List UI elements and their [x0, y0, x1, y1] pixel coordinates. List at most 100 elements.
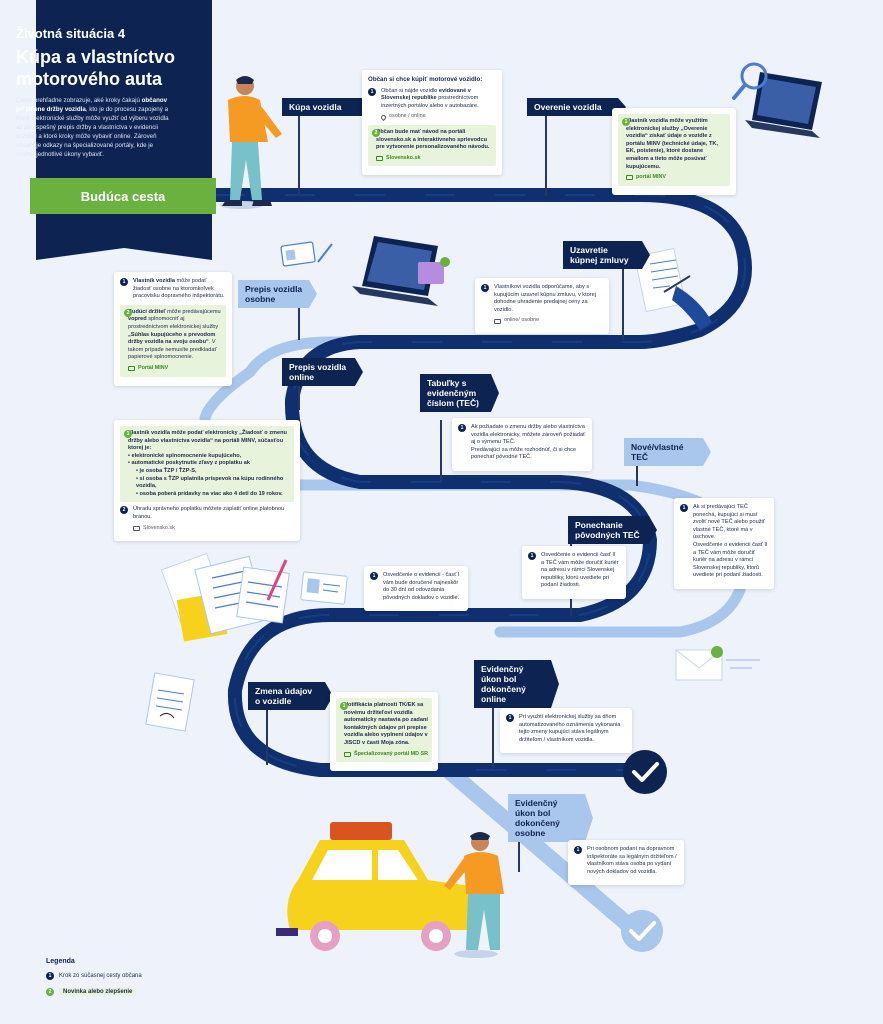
tag-nove-tec: Nové/vlastné TEČ	[624, 438, 711, 466]
portal-link[interactable]: Špecializovaný portál MD SR	[340, 751, 428, 759]
portal-icon	[128, 366, 135, 372]
banner-pennant	[36, 246, 212, 260]
improvement-number-icon: 1	[340, 702, 348, 710]
finish-online-icon	[623, 750, 667, 794]
page-description: Cesta prehľadne zobrazuje, aké kroky čak…	[16, 97, 169, 158]
id-card-illustration	[280, 241, 333, 267]
road-offline-end	[442, 764, 648, 943]
legend-title: Legenda	[46, 958, 75, 965]
tag-prepis-online: Prepis vozidla online	[282, 358, 363, 386]
card-heading: Občan si chce kúpiť motorové vozidlo:	[368, 76, 483, 83]
pole	[298, 112, 300, 196]
improvement-number-icon: 2	[372, 128, 380, 137]
envelope-icon	[675, 646, 760, 681]
improvement-number-icon: 1	[124, 430, 132, 438]
portal-link[interactable]: Slovensko.sk	[133, 525, 294, 533]
card-improvement: 1 Vlastník vozidla môže podať elektronic…	[120, 426, 294, 503]
tag-ukon-osobne: Evidenčný úkon bol dokončený osobne	[508, 794, 593, 842]
finish-offline-icon	[621, 910, 663, 952]
tag-tabulky-tec: Tabuľky s evidenčným číslom (TEČ)	[420, 374, 499, 412]
step-number-icon: 1	[506, 714, 514, 722]
portal-icon	[133, 525, 140, 531]
car-illustration	[276, 822, 474, 951]
pole	[545, 112, 547, 196]
step-number-icon: 1	[458, 424, 466, 432]
step-number-icon: 1	[120, 278, 128, 286]
pole	[266, 705, 268, 765]
person-illustration-bottom	[444, 832, 504, 958]
portal-icon	[376, 156, 383, 162]
life-situation-label: Životná situácia 4	[16, 26, 126, 41]
channel-label: osobne / online	[379, 113, 496, 121]
pole	[636, 452, 638, 486]
pole	[622, 262, 624, 340]
tag-overenie-vozidla: Overenie vozidla	[527, 98, 626, 116]
tag-kupa-vozidla: Kúpa vozidla	[282, 98, 377, 116]
portal-link[interactable]: portál MINV	[622, 174, 726, 182]
legend-item-improvement: 2 Novinka alebo zlepšenie	[46, 988, 137, 996]
location-pin-icon	[379, 113, 388, 121]
legend-item-current-step: 1 Krok zo súčasnej cesty občana	[46, 972, 142, 980]
step-number-icon: 1	[574, 846, 582, 854]
step-number-icon: 1	[481, 284, 489, 292]
tag-zmena-udajov: Zmena údajov o vozidle	[248, 682, 333, 710]
future-path-label: Budúca cesta	[30, 178, 216, 214]
road-offline	[199, 336, 646, 424]
tag-uzavretie-zmluvy: Uzavretie kúpnej zmluvy	[563, 241, 650, 269]
pole	[298, 380, 300, 410]
improvement-number-icon: 2	[46, 988, 54, 996]
laptop-illustration-top	[732, 62, 822, 138]
tag-ukon-online: Evidenčný úkon bol dokončený online	[474, 660, 559, 708]
documents-illustration	[160, 552, 348, 642]
step-number-icon: 1	[370, 572, 378, 580]
portal-icon	[626, 175, 633, 181]
step-number-icon: 1	[528, 552, 536, 560]
pole	[298, 302, 300, 340]
portal-link[interactable]: Slovensko.sk	[372, 155, 492, 163]
contract-illustration	[634, 247, 712, 330]
page-title: Kúpa a vlastníctvo motorového auta	[16, 47, 176, 89]
channel-label: online/ osobne	[494, 317, 603, 325]
portal-link[interactable]: Portál MINV	[124, 365, 222, 373]
improvement-number-icon: 1	[622, 118, 630, 126]
portal-icon	[344, 751, 351, 757]
tag-ponechanie-tec: Ponechanie pôvodných TEČ	[568, 516, 657, 544]
pole	[518, 820, 520, 872]
step-number-icon: 1	[46, 972, 54, 980]
step-number-icon: 2	[120, 506, 128, 515]
step-number-icon: 1	[680, 504, 688, 512]
pole	[492, 690, 494, 770]
tag-prepis-osobne: Prepis vozidla osobne	[238, 280, 317, 308]
improvement-number-icon: 2	[124, 308, 132, 317]
step-number-icon: 1	[368, 87, 376, 96]
document-illustration-small	[145, 672, 195, 732]
person-illustration-top	[220, 76, 282, 209]
channel-icon	[494, 318, 501, 324]
